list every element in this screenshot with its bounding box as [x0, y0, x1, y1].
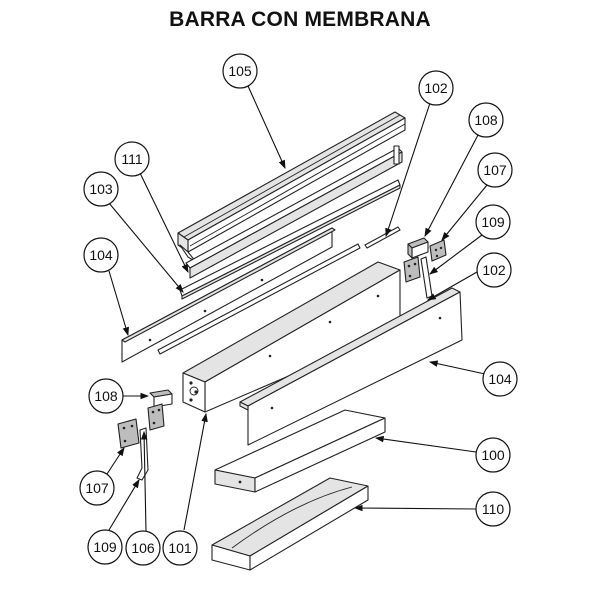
callout-101-label: 101: [168, 540, 192, 556]
callout-111: 111: [114, 141, 150, 177]
part-104-right-plate: [239, 287, 463, 446]
callout-111-label: 111: [121, 151, 142, 167]
diagram-title: BARRA CON MEMBRANA: [169, 8, 431, 31]
callout-105: 105: [222, 53, 258, 89]
callout-107-top: 107: [477, 152, 513, 188]
callout-107-left: 107: [79, 470, 115, 506]
callout-108-left: 108: [88, 378, 124, 414]
callout-108-top: 108: [468, 102, 504, 138]
callout-109-bottom-label: 109: [93, 539, 117, 555]
part-106-lower-plate: [147, 403, 165, 431]
callout-106-label: 106: [131, 540, 155, 556]
callout-104-left-label: 104: [89, 247, 113, 263]
callout-103-label: 103: [89, 181, 113, 197]
part-106-upper-hinge: [403, 256, 433, 299]
callout-100-label: 100: [481, 447, 505, 463]
callout-106: 106: [125, 530, 161, 566]
callout-110-label: 110: [482, 501, 505, 517]
callout-105-label: 105: [228, 63, 252, 79]
leader-lines: [106, 85, 488, 532]
callout-110: 110: [475, 491, 511, 527]
part-110-membrane-base: [211, 477, 369, 571]
part-107-lower-plate: [117, 418, 140, 449]
callout-104-right-label: 104: [488, 371, 512, 387]
part-103-strip: [179, 179, 401, 300]
callout-101: 101: [162, 530, 198, 566]
callout-102-right: 102: [476, 252, 512, 288]
callout-100: 100: [475, 437, 511, 473]
part-100-base-plate: [214, 409, 386, 493]
part-107-upper-plate: [429, 239, 447, 262]
part-102-middle-strip: [157, 243, 361, 355]
callout-109-top-label: 109: [481, 214, 505, 230]
callout-109-top: 109: [475, 204, 511, 240]
part-101-main-beam: [182, 261, 401, 413]
callout-102-top-label: 102: [424, 80, 448, 96]
part-108-upper-block: [407, 237, 429, 259]
callout-102-top: 102: [418, 70, 454, 106]
callout-102-right-label: 102: [482, 262, 506, 278]
callout-108-left-label: 108: [94, 388, 118, 404]
callout-107-top-label: 107: [483, 162, 507, 178]
part-104-left-plate: [121, 227, 336, 363]
callout-108-top-label: 108: [474, 112, 498, 128]
part-111-bracket: [185, 145, 403, 279]
callout-109-bottom: 109: [87, 529, 123, 565]
callout-104-left: 104: [83, 237, 119, 273]
callout-107-left-label: 107: [85, 480, 109, 496]
part-108-lower-block: [149, 389, 173, 408]
part-102-upper-strip: [364, 226, 401, 249]
callout-103: 103: [83, 171, 119, 207]
callout-104-right: 104: [482, 361, 518, 397]
